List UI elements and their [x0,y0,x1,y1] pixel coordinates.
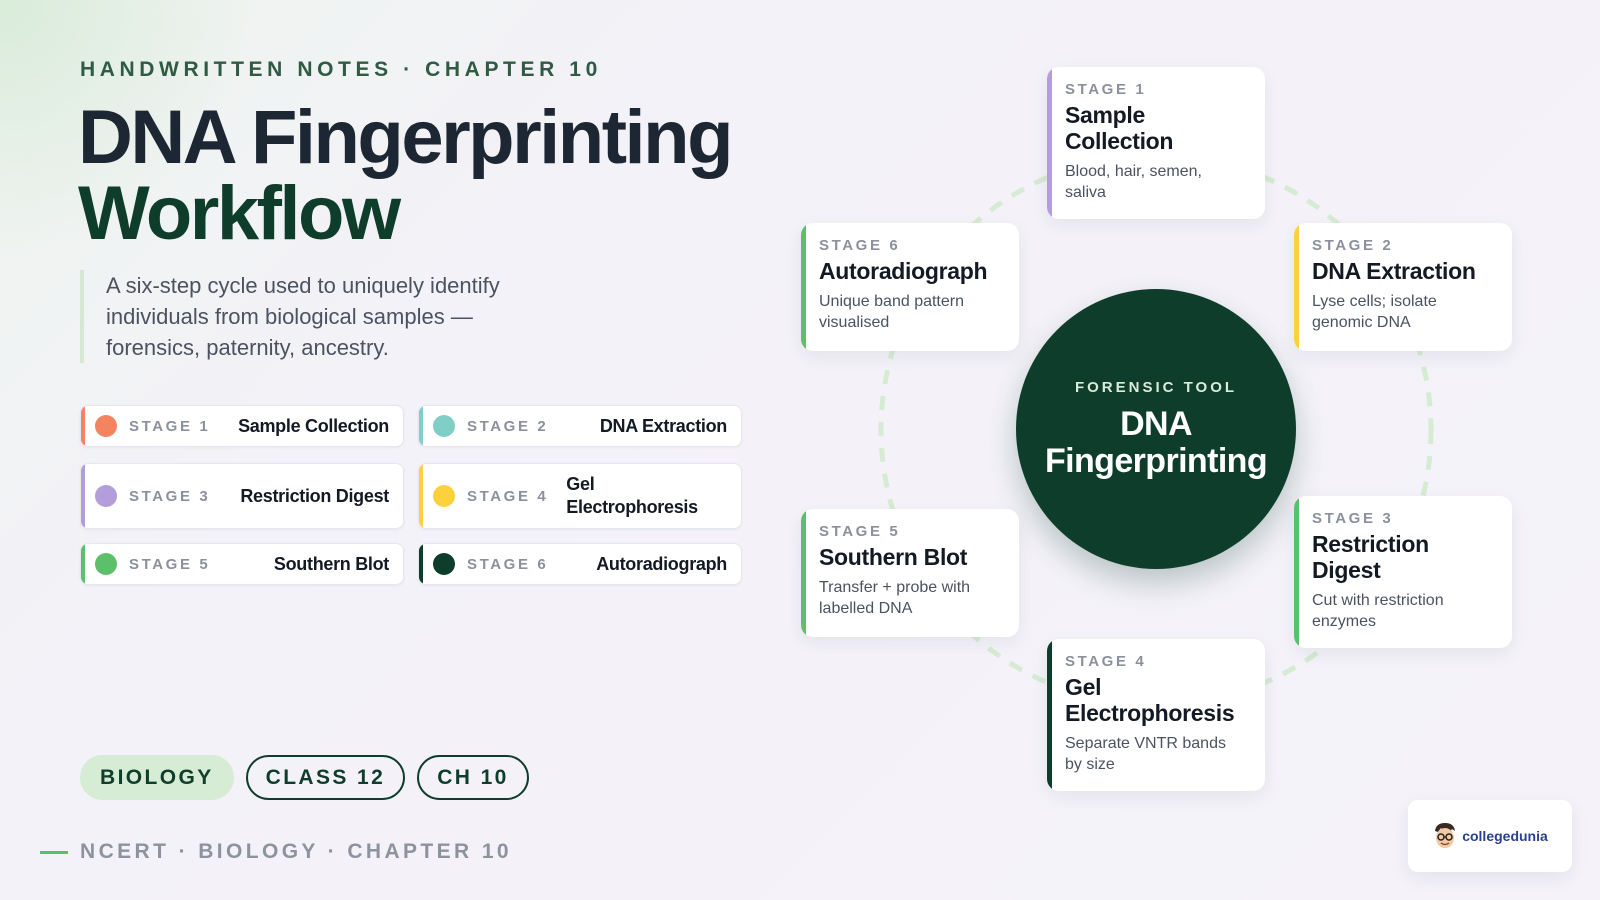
card-stage: STAGE 5 [819,523,901,540]
card-accent-bar [1047,67,1052,219]
legend-dot [433,415,455,437]
legend-dot [433,485,455,507]
card-accent-bar [801,223,806,351]
card-desc: Cut with restriction enzymes [1312,592,1444,630]
card-accent-bar [1294,496,1299,648]
eyebrow: HANDWRITTEN NOTES · CHAPTER 10 [80,58,602,81]
brand-logo: collegedunia [1408,800,1572,872]
legend-dot [95,553,117,575]
title-line-2: Workflow [78,171,401,256]
tag-chapter: CH 10 [417,755,529,800]
legend-accent-bar [81,406,85,446]
legend-item-2: STAGE 2 DNA Extraction [418,405,742,447]
stage-card-2: STAGE 2 DNA Extraction Lyse cells; isola… [1294,223,1512,351]
card-desc: Transfer + probe with labelled DNA [819,579,971,617]
card-name: Southern Blot [819,544,968,570]
card-desc: Separate VNTR bands by size [1065,735,1226,773]
card-desc: Blood, hair, semen, saliva [1065,163,1202,201]
legend-item-6: STAGE 6 Autoradiograph [418,543,742,585]
page-title: DNA Fingerprinting Workflow [78,95,734,256]
legend-stage: STAGE 4 [467,487,549,505]
legend-stage: STAGE 6 [467,555,549,573]
stage-card-4: STAGE 4 Gel Electrophoresis Separate VNT… [1047,639,1265,791]
brand-name: collegedunia [1462,828,1548,844]
legend-name: Autoradiograph [596,553,727,574]
legend-stage: STAGE 3 [129,487,211,505]
card-stage: STAGE 2 [1312,237,1394,254]
legend-accent-bar [419,464,423,528]
stage-card-5: STAGE 5 Southern Blot Transfer + probe w… [801,509,1019,637]
tag-row: BIOLOGY CLASS 12 CH 10 [80,755,529,800]
legend-name: DNA Extraction [599,415,727,436]
legend-accent-bar [419,544,423,584]
mascot-icon [1435,823,1456,848]
card-stage: STAGE 6 [819,237,901,254]
legend-stage: STAGE 2 [467,417,549,435]
card-name: Gel Electrophoresis [1065,674,1235,726]
hub-title-text: DNA Fingerprinting [1044,404,1268,480]
legend-dot [433,553,455,575]
legend-item-4: STAGE 4 Gel Electrophoresis [418,463,742,529]
card-name: DNA Extraction [1312,258,1476,284]
cycle-ring-path [878,152,1434,708]
legend-accent-bar [419,406,423,446]
card-name: Autoradiograph [819,258,988,284]
card-accent-bar [1047,639,1052,791]
legend-dot [95,415,117,437]
footer: NCERT · BIOLOGY · CHAPTER 10 [40,840,512,864]
legend-stage: STAGE 5 [129,555,211,573]
card-accent-bar [1294,223,1299,351]
card-stage: STAGE 1 [1065,81,1147,98]
card-stage: STAGE 4 [1065,653,1147,670]
card-name: Sample Collection [1065,102,1174,154]
legend-item-3: STAGE 3 Restriction Digest [80,463,404,529]
title-line-1: DNA Fingerprinting [78,95,734,180]
stage-card-6: STAGE 6 Autoradiograph Unique band patte… [801,223,1019,351]
legend-item-1: STAGE 1 Sample Collection [80,405,404,447]
card-name: Restriction Digest [1312,531,1429,583]
card-desc: Unique band pattern visualised [819,293,964,331]
subtitle: A six-step cycle used to uniquely identi… [80,270,550,363]
card-accent-bar [801,509,806,637]
hub-label: FORENSIC TOOL [1074,378,1238,396]
hub-title: DNA Fingerprinting [1036,404,1276,480]
tag-class: CLASS 12 [245,755,406,800]
legend-name: Restriction Digest [240,485,389,506]
tag-biology: BIOLOGY [80,755,234,800]
legend-name: Sample Collection [238,415,389,436]
corner-glow [0,0,260,260]
legend-accent-bar [81,464,85,528]
footer-text: NCERT · BIOLOGY · CHAPTER 10 [80,840,513,863]
legend-accent-bar [81,544,85,584]
hub-circle: FORENSIC TOOL DNA Fingerprinting [1016,289,1296,569]
legend-item-5: STAGE 5 Southern Blot [80,543,404,585]
legend-name: Southern Blot [273,553,389,574]
legend-name: Gel Electrophoresis [566,474,698,517]
legend-stage: STAGE 1 [129,417,211,435]
stage-card-1: STAGE 1 Sample Collection Blood, hair, s… [1047,67,1265,219]
card-stage: STAGE 3 [1312,510,1394,527]
legend-dot [95,485,117,507]
footer-dash [40,850,68,854]
stage-card-3: STAGE 3 Restriction Digest Cut with rest… [1294,496,1512,648]
card-desc: Lyse cells; isolate genomic DNA [1312,293,1437,331]
